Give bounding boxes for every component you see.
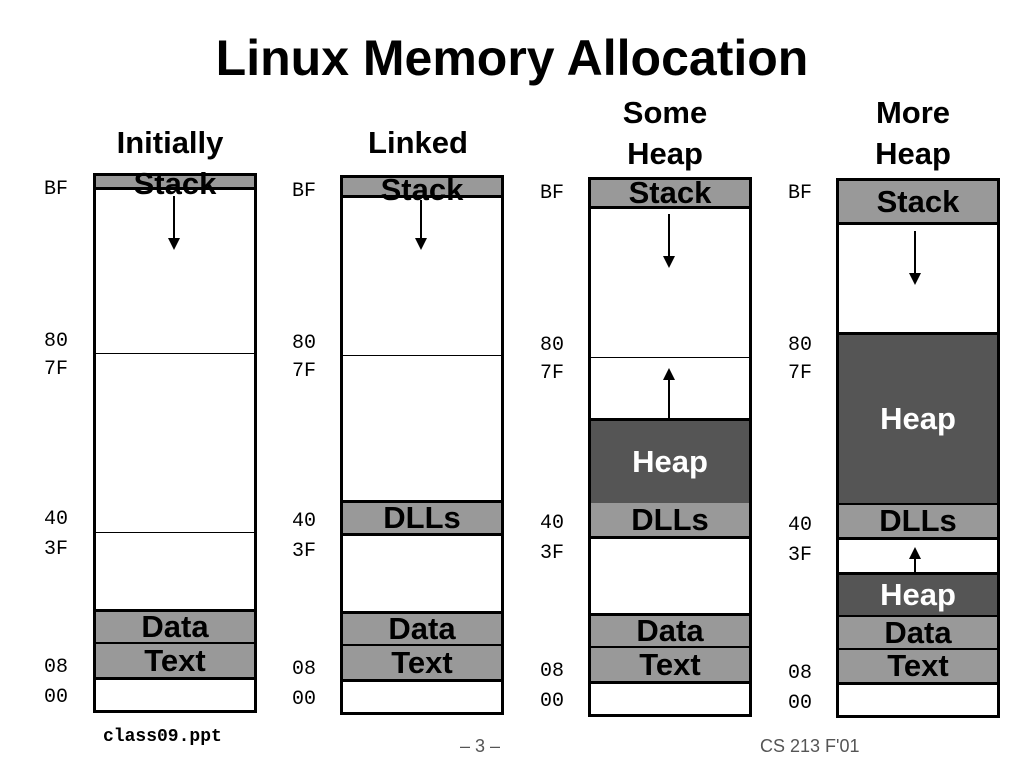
segment-label: Heap xyxy=(880,401,956,436)
address-00: 00 xyxy=(540,690,565,713)
arrow-down-icon xyxy=(663,214,675,268)
column-title-line: Heap xyxy=(627,136,703,171)
address-bf: BF xyxy=(44,178,69,201)
heap-segment: Heap xyxy=(591,418,749,506)
segment-label: Heap xyxy=(880,577,956,612)
data-segment: Data xyxy=(96,609,254,645)
segment-label: DLLs xyxy=(879,503,957,538)
address-40: 40 xyxy=(44,508,69,531)
address-bf: BF xyxy=(292,180,317,203)
arrow-down-icon xyxy=(415,200,427,250)
stack-segment: Stack xyxy=(591,175,749,210)
footer-filename: class09.ppt xyxy=(103,727,222,747)
column-title-line: Initially xyxy=(116,125,224,160)
dlls-segment: DLLs xyxy=(591,501,749,539)
stack-segment: Stack xyxy=(96,166,254,201)
segment-label: Text xyxy=(144,642,206,678)
divider-line xyxy=(96,353,254,354)
arrow-up-icon xyxy=(663,368,675,420)
address-3f: 3F xyxy=(788,544,813,567)
address-7f: 7F xyxy=(540,362,565,385)
address-00: 00 xyxy=(788,692,813,715)
address-80: 80 xyxy=(44,330,69,353)
memory-column-linked: Stack DLLs Data Text xyxy=(340,172,504,715)
dlls-segment: DLLs xyxy=(839,503,997,540)
page-title: Linux Memory Allocation xyxy=(215,30,809,86)
address-40: 40 xyxy=(292,510,317,533)
segment-label: Data xyxy=(388,611,456,646)
column-title-line: Some xyxy=(622,95,708,130)
segment-label: DLLs xyxy=(383,500,461,535)
segment-label: Stack xyxy=(876,183,960,219)
dlls-segment: DLLs xyxy=(343,500,501,536)
address-08: 08 xyxy=(292,658,317,681)
data-segment: Data xyxy=(343,611,501,647)
memory-column-some-heap: Stack Heap DLLs Data Text xyxy=(588,175,752,717)
segment-label: DLLs xyxy=(631,501,709,537)
column-title-some-heap: Some Heap xyxy=(590,92,740,174)
segment-label: Text xyxy=(639,646,701,682)
address-bf: BF xyxy=(788,182,813,205)
footer-course: CS 213 F'01 xyxy=(760,736,860,756)
segment-label: Stack xyxy=(133,166,217,201)
text-segment: Text xyxy=(343,644,501,682)
column-title-linked: Linked xyxy=(343,122,493,163)
segment-label: Heap xyxy=(632,444,708,479)
address-3f: 3F xyxy=(44,538,69,561)
arrow-down-icon xyxy=(909,231,921,285)
segment-label: Text xyxy=(391,644,453,680)
text-segment: Text xyxy=(591,646,749,684)
stack-segment: Stack xyxy=(839,181,997,225)
column-title-line: More xyxy=(875,95,951,130)
address-80: 80 xyxy=(292,332,317,355)
arrow-down-icon xyxy=(168,196,180,250)
divider-line xyxy=(96,532,254,533)
address-7f: 7F xyxy=(292,360,317,383)
address-08: 08 xyxy=(788,662,813,685)
segment-label: Stack xyxy=(628,175,712,210)
address-08: 08 xyxy=(44,656,69,679)
column-title-more-heap: More Heap xyxy=(838,92,988,174)
divider-line xyxy=(591,357,749,358)
memory-column-initially: Stack Data Text xyxy=(93,166,257,713)
heap-segment: Heap xyxy=(839,332,997,506)
address-80: 80 xyxy=(788,334,813,357)
column-title-line: Heap xyxy=(875,136,951,171)
divider-line xyxy=(343,355,501,356)
address-00: 00 xyxy=(44,686,69,709)
segment-label: Data xyxy=(884,614,952,650)
column-title-line: Linked xyxy=(368,125,468,160)
segment-label: Text xyxy=(887,648,949,683)
address-3f: 3F xyxy=(540,542,565,565)
arrow-up-icon xyxy=(909,547,921,575)
memory-column-more-heap: Stack Heap DLLs Heap Data Text xyxy=(836,178,1000,718)
data-segment: Data xyxy=(591,613,749,649)
text-segment: Text xyxy=(96,642,254,680)
address-40: 40 xyxy=(788,514,813,537)
footer-page-number: – 3 – xyxy=(460,736,501,756)
address-7f: 7F xyxy=(44,358,69,381)
address-7f: 7F xyxy=(788,362,813,385)
address-bf: BF xyxy=(540,182,565,205)
stack-segment: Stack xyxy=(343,172,501,207)
text-segment: Text xyxy=(839,648,997,685)
address-80: 80 xyxy=(540,334,565,357)
address-40: 40 xyxy=(540,512,565,535)
segment-label: Data xyxy=(141,609,209,644)
column-title-initially: Initially xyxy=(95,122,245,163)
segment-label: Data xyxy=(636,613,704,648)
data-segment: Data xyxy=(839,614,997,651)
address-08: 08 xyxy=(540,660,565,683)
heap-segment-low: Heap xyxy=(839,572,997,618)
address-3f: 3F xyxy=(292,540,317,563)
address-00: 00 xyxy=(292,688,317,711)
